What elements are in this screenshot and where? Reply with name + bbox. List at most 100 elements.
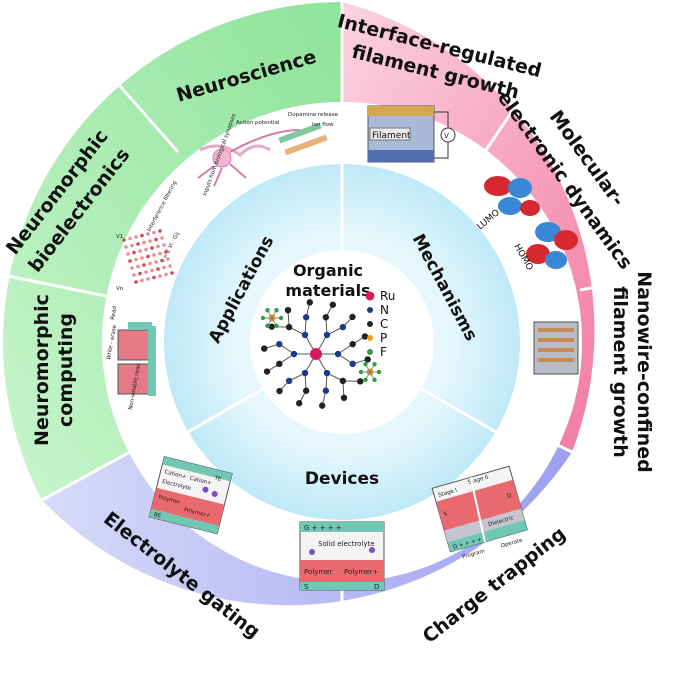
crossbar-cell	[136, 242, 140, 246]
molecule-atom	[350, 361, 356, 367]
crossbar-cell	[124, 245, 128, 249]
solid-gate: G + + + +	[304, 524, 342, 532]
molecule-f-atom	[279, 316, 283, 320]
crossbar-cell	[130, 266, 134, 270]
crossbar-cell	[150, 246, 154, 250]
crossbar-cell	[150, 269, 154, 273]
molecule-atom	[324, 370, 330, 376]
label-computing-line1: Neuromorphic	[31, 294, 53, 446]
label-devices: Devices	[305, 469, 379, 489]
molecule-atom	[349, 314, 355, 320]
solid-polymer1: Polymer	[304, 568, 332, 576]
charge-operate: Operate	[500, 537, 524, 549]
molecule-atom	[323, 314, 329, 320]
solid-d: D	[374, 583, 379, 591]
molecule-atom	[302, 370, 308, 376]
crossbar-cell	[146, 277, 150, 281]
crossbar-cell	[136, 265, 140, 269]
molecule-f-atom	[261, 316, 265, 320]
molecule-atom	[276, 388, 282, 394]
crossbar-cell	[132, 273, 136, 277]
legend-label-f: F	[380, 345, 387, 359]
filament-label: Filament	[372, 131, 411, 141]
crossbar-cell	[154, 260, 158, 264]
legend-dot-c	[367, 321, 373, 327]
crossbar-cell	[160, 236, 164, 240]
crossbar-cell	[158, 252, 162, 256]
crossbar-cell	[152, 231, 156, 235]
legend-label-ru: Ru	[380, 289, 395, 303]
solid-device-illustration: G + + + + Solid electrolyte Polymer Poly…	[300, 522, 384, 591]
crossbar-cell	[160, 259, 164, 263]
molecule-f-atom	[372, 362, 376, 366]
legend-label-c: C	[380, 317, 388, 331]
molecule-atom	[269, 323, 275, 329]
crossbar-cell	[154, 238, 158, 242]
label-computing-line2: computing	[55, 313, 77, 427]
molecule-atom	[335, 351, 341, 357]
crossbar-cell	[142, 241, 146, 245]
crossbar-v1: V1	[116, 234, 123, 240]
molecule-atom	[357, 378, 363, 384]
crossbar-cell	[140, 279, 144, 283]
crossbar-cell	[126, 252, 130, 256]
neuron-action-potential: Action potential	[236, 120, 280, 126]
molecule-f-atom	[377, 370, 381, 374]
crossbar-cell	[152, 276, 156, 280]
solid-electrolyte-label: Solid electrolyte	[318, 540, 375, 548]
molecule-f-atom	[265, 308, 269, 312]
crossbar-cell	[162, 243, 166, 247]
crossbar-cell	[128, 237, 132, 241]
molecule-atom	[302, 332, 308, 338]
molecule-f-atom	[274, 324, 278, 328]
neuron-ion-flow: Ion flow	[312, 122, 334, 128]
crossbar-cell	[144, 248, 148, 252]
center-title-line2: materials	[285, 281, 370, 300]
label-nanowire-line1: Nanowire-confined	[633, 271, 655, 472]
legend-dot-n	[367, 307, 373, 313]
molecule-atom	[365, 356, 371, 362]
legend-label-n: N	[380, 303, 389, 317]
crossbar-cell	[140, 234, 144, 238]
crossbar-cell	[162, 266, 166, 270]
crossbar-cell	[142, 263, 146, 267]
crossbar-cell	[156, 245, 160, 249]
molecule-atom	[276, 341, 282, 347]
crossbar-vn: Vn	[116, 286, 124, 292]
crossbar-cell	[134, 235, 138, 239]
crossbar-cell	[166, 257, 170, 261]
molecule-atom	[324, 332, 330, 338]
molecule-atom	[330, 302, 336, 308]
molecule-atom	[276, 361, 282, 367]
neuron-dopamine: Dopamine release	[288, 112, 339, 118]
crossbar-cell	[148, 239, 152, 243]
crossbar-cell	[146, 232, 150, 236]
crossbar-cell	[140, 256, 144, 260]
molecule-atom	[323, 388, 329, 394]
molecule-atom	[350, 341, 356, 347]
molecule-atom	[285, 307, 291, 313]
crossbar-cell	[134, 258, 138, 262]
legend-dot-ru	[366, 292, 375, 301]
molecule-atom	[303, 388, 309, 394]
molecule-atom	[261, 345, 267, 351]
molecule-f-atom	[372, 378, 376, 382]
crossbar-cell	[132, 251, 136, 255]
molecule-f-atom	[359, 370, 363, 374]
molecule-atom	[303, 314, 309, 320]
crossbar-cell	[164, 250, 168, 254]
crossbar-cell	[164, 273, 168, 277]
molecule-f-atom	[265, 324, 269, 328]
center-title-line1: Organic	[293, 261, 363, 280]
crossbar-cell	[128, 259, 132, 263]
crossbar-cell	[138, 272, 142, 276]
molecule-atom	[264, 368, 270, 374]
crossbar-cell	[152, 253, 156, 257]
crossbar-cell	[158, 229, 162, 233]
crossbar-cell	[138, 249, 142, 253]
molecule-f-atom	[363, 362, 367, 366]
crossbar-cell	[170, 271, 174, 275]
crossbar-cell	[134, 280, 138, 284]
molecule-atom	[319, 402, 325, 408]
